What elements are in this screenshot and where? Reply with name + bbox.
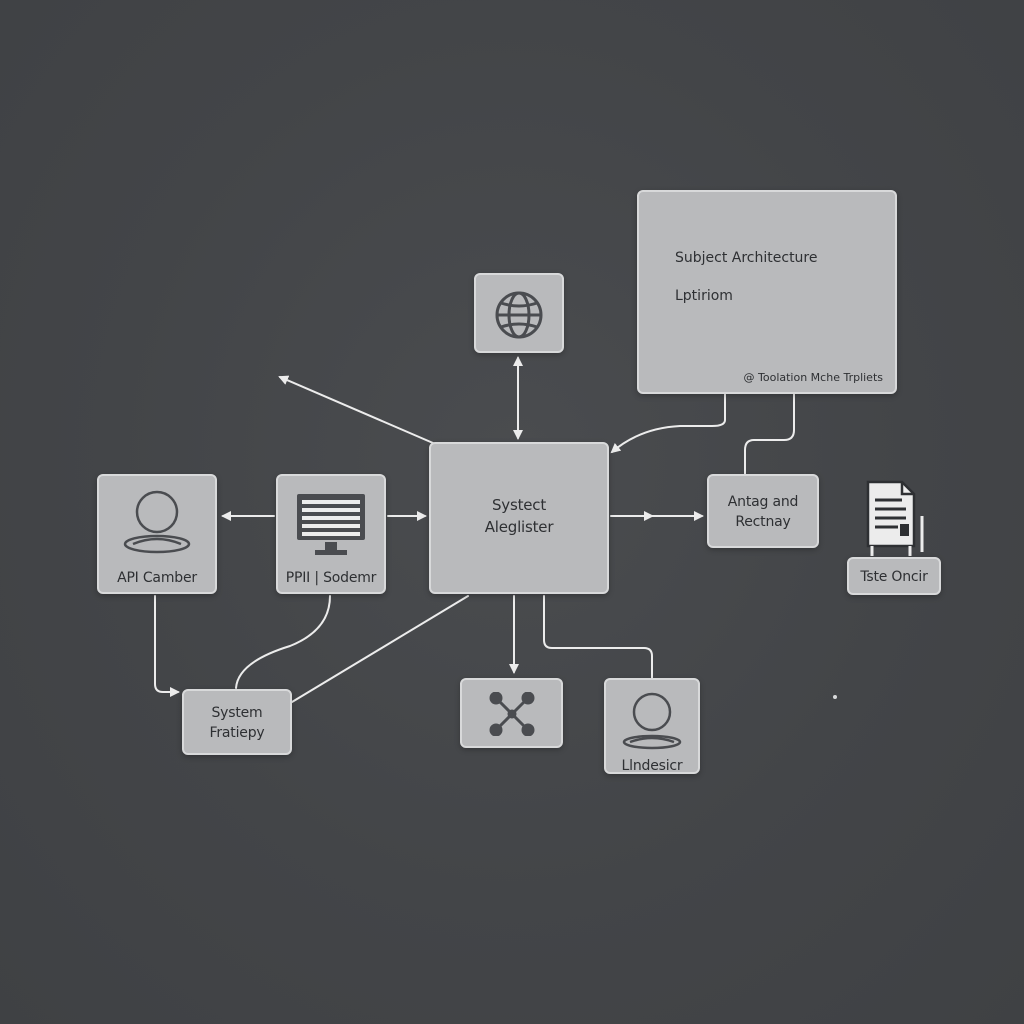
system-label-line1: System — [211, 705, 263, 721]
antag-rectnay-node[interactable]: Antag and Rectnay — [707, 474, 819, 548]
ppii-sodemr-node[interactable]: PPII | Sodemr — [276, 474, 386, 594]
connector-ppii-system — [235, 595, 331, 689]
document-icon — [862, 480, 928, 562]
globe-icon — [491, 287, 547, 347]
llndesicr-label: Llndesicr — [621, 758, 683, 774]
ppii-sodemr-label: PPII | Sodemr — [285, 570, 377, 586]
subject-panel-subtitle: Lptiriom — [675, 288, 733, 304]
core-node-label-line2: Aleglister — [484, 518, 554, 536]
tste-oncir-node[interactable]: Tste Oncir — [847, 557, 941, 595]
connector-core-upper-left — [278, 375, 434, 444]
system-label-line2: Fratiepy — [209, 725, 265, 741]
system-fratiepy-node[interactable]: System Fratiepy — [182, 689, 292, 755]
decorative-dot — [833, 695, 837, 699]
globe-node[interactable] — [474, 273, 564, 353]
user-icon — [121, 488, 193, 558]
subject-panel-footnote: @ Toolation Mche Trpliets — [743, 371, 883, 384]
user-icon — [620, 690, 684, 754]
tste-oncir-label: Tste Oncir — [860, 569, 928, 585]
connector-subject-core — [610, 393, 726, 454]
network-hub-icon — [488, 691, 536, 740]
llndesicr-user-node[interactable]: Llndesicr — [604, 678, 700, 774]
subject-panel-title: Subject Architecture — [675, 250, 818, 266]
connector-subject-antag — [744, 393, 795, 475]
connector-core-system — [291, 595, 469, 703]
api-camber-node[interactable]: API Camber — [97, 474, 217, 594]
connector-core-user — [543, 595, 653, 679]
antag-label-line1: Antag and — [727, 494, 799, 510]
core-node-label-line1: Systect — [491, 496, 547, 514]
core-node-label: Systect Aleglister — [431, 494, 607, 538]
core-node[interactable]: Systect Aleglister — [429, 442, 609, 594]
network-hub-node[interactable] — [460, 678, 563, 748]
antag-label-line2: Rectnay — [735, 514, 791, 530]
connector-api-system — [154, 595, 180, 697]
subject-architecture-panel[interactable]: Subject Architecture Lptiriom @ Toolatio… — [637, 190, 897, 394]
system-fratiepy-label: System Fratiepy — [184, 703, 290, 743]
antag-rectnay-label: Antag and Rectnay — [709, 492, 817, 532]
server-icon — [295, 492, 367, 562]
api-camber-label: API Camber — [117, 570, 197, 586]
